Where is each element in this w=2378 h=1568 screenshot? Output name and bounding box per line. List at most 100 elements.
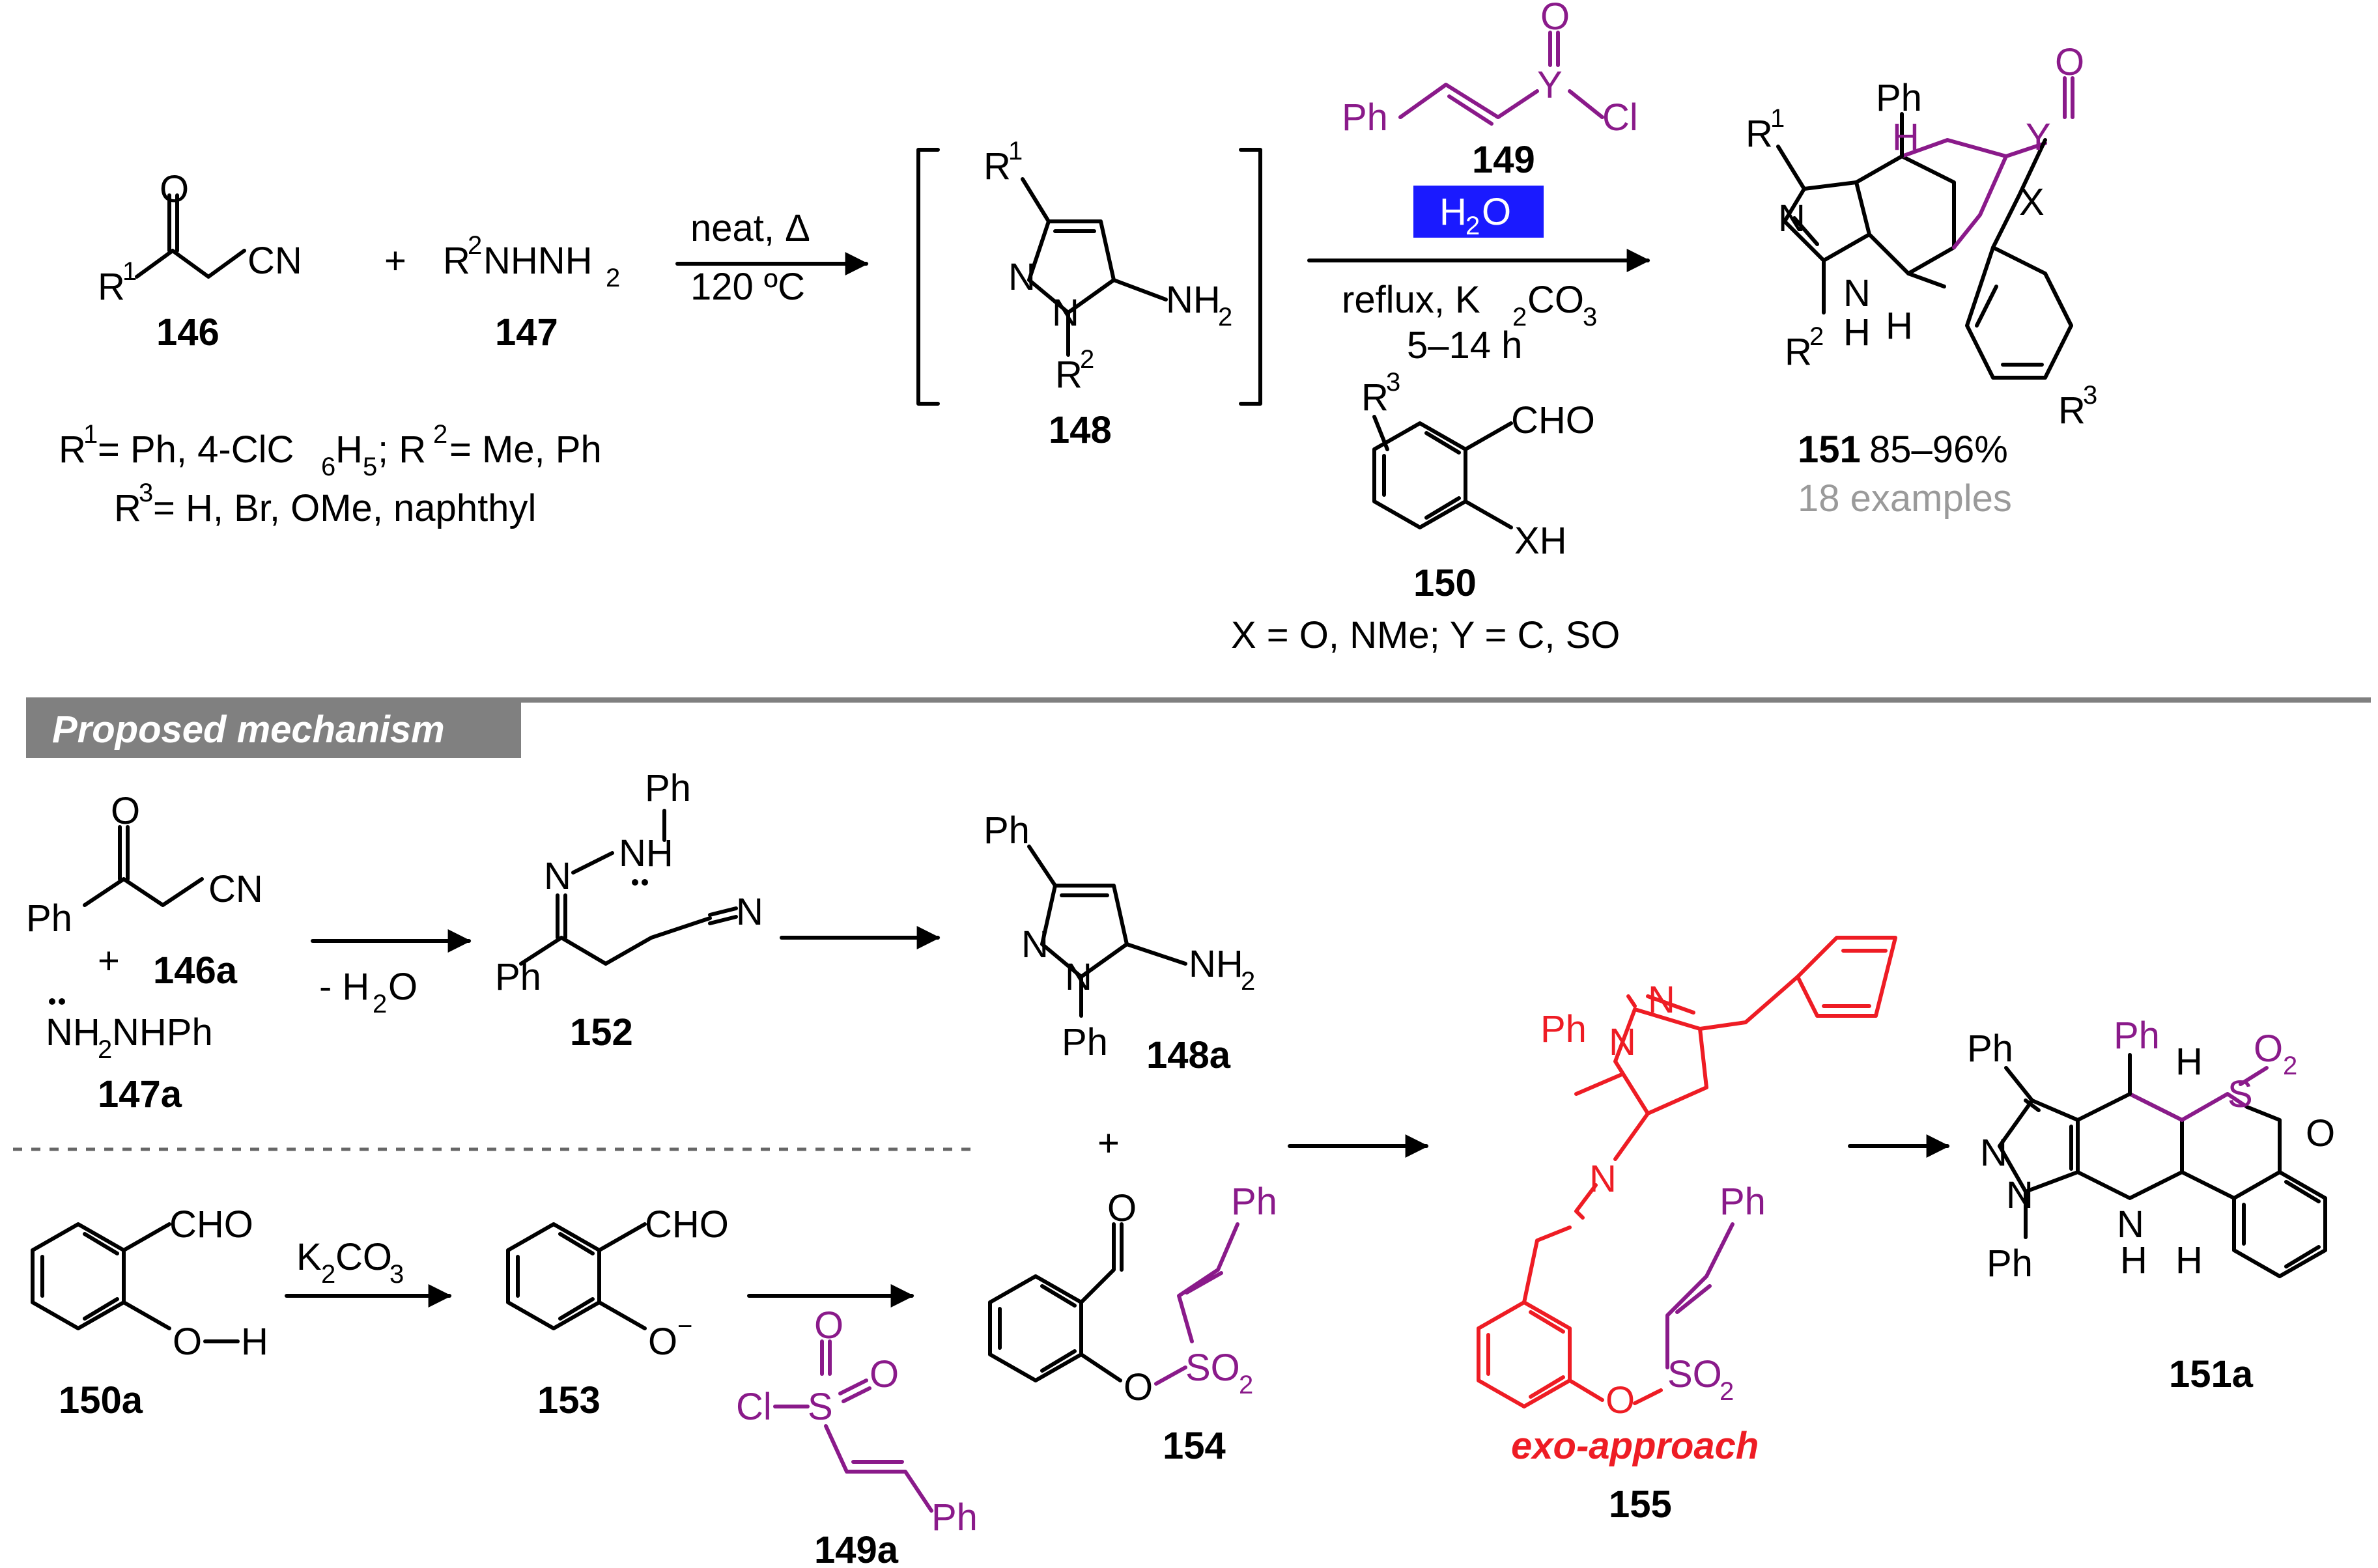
svg-text:N: N [2006,1174,2033,1216]
svg-text:N: N [1065,956,1092,998]
svg-text:NH: NH [1189,943,1243,985]
svg-text:2: 2 [321,1260,335,1289]
svg-text:H: H [2175,1041,2203,1083]
svg-text:2: 2 [98,1035,112,1064]
svg-text:CN: CN [208,868,263,910]
svg-text:3: 3 [2083,381,2097,410]
label-151: 151 [1798,428,1861,471]
svg-text:= Ph, 4-ClC: = Ph, 4-ClC [98,428,294,471]
svg-text:NHNH: NHNH [483,240,593,282]
svg-text:+: + [98,940,120,982]
bracket-left [916,148,940,406]
svg-text:Ph: Ph [1231,1181,1277,1223]
label-151a: 151a [2169,1353,2254,1395]
label-154: 154 [1163,1425,1226,1467]
label-148a: 148a [1146,1034,1231,1076]
examples-count: 18 examples [1798,477,2012,520]
svg-text:2: 2 [433,420,447,449]
svg-text:R: R [443,240,470,282]
label-155: 155 [1609,1483,1672,1526]
label-148: 148 [1049,409,1112,451]
r-definitions: R 1 = Ph, 4-ClC 6 H 5 ; R 2 = Me, Ph R 3… [59,420,602,529]
svg-text:= Me, Ph: = Me, Ph [449,428,602,471]
svg-text:Ph: Ph [645,767,691,809]
compound-150a: CHO O H 150a [31,1203,268,1421]
svg-text:Y: Y [1537,64,1563,106]
svg-text:Ph: Ph [1062,1021,1108,1063]
svg-text:NHPh: NHPh [112,1011,213,1054]
r1-superscript: 1 [122,257,137,286]
svg-text:N: N [1008,256,1036,298]
compound-150: CHO XH R 3 150 [1361,368,1595,604]
label-153: 153 [537,1379,601,1421]
svg-text:O: O [111,790,140,832]
svg-text:R: R [1055,354,1083,396]
svg-text:Ph: Ph [1967,1028,2013,1070]
svg-text:O: O [1482,191,1511,233]
svg-text:Ph: Ph [495,956,541,998]
svg-text:O: O [1107,1187,1137,1229]
oxygen-atom: O [160,168,189,210]
compound-148: R 1 N N NH 2 R 2 148 [984,137,1232,451]
svg-text:X: X [2019,181,2045,223]
xy-definition: X = O, NMe; Y = C, SO [1231,614,1620,656]
water-box [1413,186,1544,238]
svg-text:R: R [114,487,141,529]
svg-text:H: H [2120,1239,2147,1281]
svg-text:2: 2 [1809,322,1824,351]
svg-text:CO: CO [1527,279,1584,321]
svg-text:3: 3 [1583,303,1597,331]
svg-text:3: 3 [139,479,153,507]
svg-text:R: R [1785,331,1812,373]
svg-text:SO: SO [1185,1347,1240,1389]
condition-time: 5–14 h [1407,324,1522,367]
svg-text:O: O [648,1321,677,1363]
svg-text:−: − [677,1312,692,1341]
svg-text:XH: XH [1514,520,1567,562]
svg-text:3: 3 [389,1260,404,1289]
svg-text:Cl: Cl [736,1386,772,1428]
condition-neat: neat, Δ [690,207,810,249]
svg-text:N: N [1589,1158,1617,1200]
svg-text:Y: Y [2026,116,2051,158]
svg-text:- H: - H [319,966,369,1008]
svg-text:N: N [1843,272,1871,315]
label-147: 147 [495,311,558,354]
svg-text:2: 2 [1720,1377,1734,1406]
svg-text:Ph: Ph [984,809,1030,852]
svg-text:2: 2 [1218,303,1232,331]
svg-text:Ph: Ph [1876,77,1922,119]
compound-149: Ph Y O Cl 149 [1342,0,1638,181]
svg-text:N: N [2117,1203,2144,1246]
svg-text:R: R [1746,113,1773,155]
svg-text:O: O [1606,1379,1635,1421]
svg-text:Cl: Cl [1602,96,1638,139]
svg-text:= H, Br, OMe, naphthyl: = H, Br, OMe, naphthyl [153,487,536,529]
svg-text:3: 3 [1386,368,1400,397]
svg-text:Ph: Ph [1720,1181,1766,1223]
svg-text:N: N [1052,292,1079,334]
compound-147a: NH 2 NHPh 147a [46,998,213,1115]
svg-text:CO: CO [335,1236,392,1278]
svg-text:K: K [296,1236,322,1278]
svg-text:NH: NH [1166,279,1221,321]
svg-text:Ph: Ph [1342,96,1388,139]
svg-text:N: N [544,855,571,897]
svg-text:S: S [2228,1073,2253,1115]
svg-text:2: 2 [1080,345,1094,374]
svg-text:N: N [1778,197,1805,240]
yield-range: 85–96% [1869,428,2008,471]
label-152: 152 [570,1011,633,1054]
svg-text:H: H [335,428,363,471]
svg-text:N: N [1980,1132,2007,1174]
svg-text:O: O [2306,1112,2335,1155]
label-149a: 149a [814,1529,899,1568]
compound-154: O O SO 2 Ph 154 [988,1181,1277,1467]
svg-text:SO: SO [1667,1353,1722,1395]
svg-text:N: N [1609,1021,1636,1063]
compound-146: O CN R 1 146 [98,168,302,354]
svg-text:R: R [984,145,1011,188]
mechanism-header: Proposed mechanism [52,708,445,751]
svg-text:Ph: Ph [26,897,72,940]
